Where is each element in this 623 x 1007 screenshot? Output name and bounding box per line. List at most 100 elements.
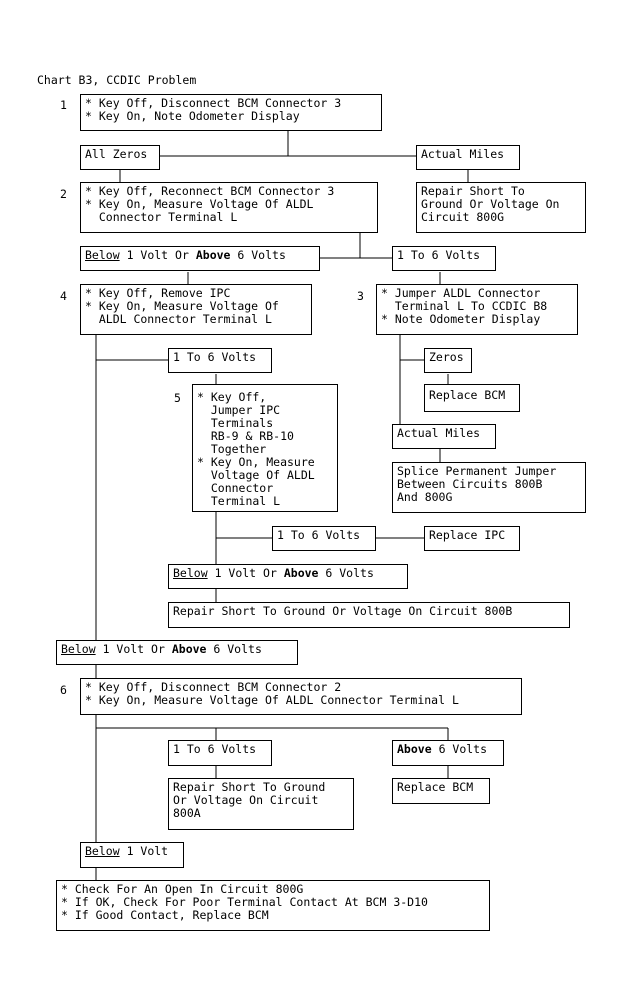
step-2-line: * Key Off, Reconnect BCM Connector 3 xyxy=(85,184,335,198)
result-label: All Zeros xyxy=(85,147,148,161)
step-1-number: 1 xyxy=(60,98,67,112)
above-label: Above xyxy=(195,248,231,262)
action-line: Replace BCM xyxy=(429,388,506,402)
action-line: 800A xyxy=(173,806,201,820)
result-label: 1 To 6 Volts xyxy=(277,528,361,542)
or-label: Or xyxy=(263,566,277,580)
action-line: * Check For An Open In Circuit 800G xyxy=(61,882,304,896)
result-1-to-6-b: 1 To 6 Volts xyxy=(168,348,272,373)
result-1-to-6-c: 1 To 6 Volts xyxy=(272,526,376,551)
or-label: Or xyxy=(175,248,189,262)
action-line: Replace BCM xyxy=(397,780,474,794)
action-line: * If Good Contact, Replace BCM xyxy=(61,908,269,922)
action-line: Or Voltage On Circuit xyxy=(173,793,319,807)
step-5-line: * Key Off, xyxy=(197,390,267,404)
step-2-number: 2 xyxy=(60,187,67,201)
action-line: Replace IPC xyxy=(429,528,506,542)
result-above-6: Above 6 Volts xyxy=(392,740,504,766)
result-label: 1 To 6 Volts xyxy=(173,350,257,364)
action-repair-800g: Repair Short To Ground Or Voltage On Cir… xyxy=(416,182,586,233)
action-repair-800a: Repair Short To Ground Or Voltage On Cir… xyxy=(168,778,354,830)
result-zeros: Zeros xyxy=(424,348,472,373)
step-5-line: Terminals xyxy=(197,416,274,430)
result-all-zeros: All Zeros xyxy=(80,145,160,170)
step-4-line: ALDL Connector Terminal L xyxy=(85,312,272,326)
above-label: Above xyxy=(397,742,432,756)
step-5-line: Terminal L xyxy=(197,494,281,508)
result-below-above-2: Below 1 Volt Or Above 6 Volts xyxy=(168,564,408,589)
action-final-checks: * Check For An Open In Circuit 800G * If… xyxy=(56,880,490,931)
action-line: Circuit 800G xyxy=(421,210,505,224)
step-5-line: Jumper IPC xyxy=(197,403,281,417)
below-label: Below xyxy=(85,248,120,262)
result-label: Actual Miles xyxy=(397,426,481,440)
action-line: Between Circuits 800B xyxy=(397,477,543,491)
action-line: Repair Short To Ground Or Voltage On Cir… xyxy=(173,604,513,618)
step-5-line: * Key On, Measure xyxy=(197,455,315,469)
step-5-line: Connector xyxy=(197,481,274,495)
above-label: Above xyxy=(171,642,207,656)
chart-title: Chart B3, CCDIC Problem xyxy=(37,73,197,87)
step-6-line: * Key On, Measure Voltage Of ALDL Connec… xyxy=(85,693,459,707)
result-actual-miles-2: Actual Miles xyxy=(392,424,496,449)
one-volt-label: 1 Volt xyxy=(126,248,169,262)
result-below-1-volt: Below 1 Volt xyxy=(80,842,184,868)
action-replace-bcm-2: Replace BCM xyxy=(392,778,490,804)
action-replace-ipc: Replace IPC xyxy=(424,526,520,551)
result-label: Zeros xyxy=(429,350,464,364)
step-4-box: * Key Off, Remove IPC * Key On, Measure … xyxy=(80,284,312,335)
step-1-box: * Key Off, Disconnect BCM Connector 3 * … xyxy=(80,94,382,131)
result-1-to-6-a: 1 To 6 Volts xyxy=(392,246,496,271)
step-5-line: RB-9 & RB-10 xyxy=(197,429,294,443)
step-2-box: * Key Off, Reconnect BCM Connector 3 * K… xyxy=(80,182,378,233)
step-1-line: * Key On, Note Odometer Display xyxy=(85,109,300,123)
result-label: 1 To 6 Volts xyxy=(173,742,257,756)
step-2-line: * Key On, Measure Voltage Of ALDL xyxy=(85,197,314,211)
action-replace-bcm-1: Replace BCM xyxy=(424,384,520,412)
one-volt-label: 1 Volt xyxy=(126,844,169,858)
step-5-line: Voltage Of ALDL xyxy=(197,468,315,482)
one-volt-label: 1 Volt xyxy=(214,566,257,580)
six-volts-label: 6 Volts xyxy=(237,248,286,262)
one-volt-label: 1 Volt xyxy=(102,642,145,656)
action-line: Ground Or Voltage On xyxy=(421,197,560,211)
action-line: Splice Permanent Jumper xyxy=(397,464,557,478)
above-label: Above xyxy=(283,566,319,580)
result-actual-miles: Actual Miles xyxy=(416,145,520,170)
step-5-number: 5 xyxy=(174,391,181,405)
action-line: Repair Short To xyxy=(421,184,525,198)
step-6-line: * Key Off, Disconnect BCM Connector 2 xyxy=(85,680,342,694)
six-volts-label: 6 Volts xyxy=(438,742,488,756)
step-6-box: * Key Off, Disconnect BCM Connector 2 * … xyxy=(80,678,522,715)
action-line: Repair Short To Ground xyxy=(173,780,326,794)
six-volts-label: 6 Volts xyxy=(325,566,374,580)
step-1-line: * Key Off, Disconnect BCM Connector 3 xyxy=(85,96,342,110)
step-4-line: * Key On, Measure Voltage Of xyxy=(85,299,279,313)
or-label: Or xyxy=(151,642,165,656)
step-4-number: 4 xyxy=(60,289,67,303)
step-6-number: 6 xyxy=(60,683,67,697)
below-label: Below xyxy=(173,566,208,580)
action-splice-jumper: Splice Permanent Jumper Between Circuits… xyxy=(392,462,586,513)
result-below-above-1: Below 1 Volt Or Above 6 Volts xyxy=(80,246,320,271)
step-3-line: * Jumper ALDL Connector xyxy=(381,286,541,300)
action-repair-800b: Repair Short To Ground Or Voltage On Cir… xyxy=(168,602,570,628)
step-5-line: Together xyxy=(197,442,267,456)
step-5-box: * Key Off, Jumper IPC Terminals RB-9 & R… xyxy=(192,384,338,512)
six-volts-label: 6 Volts xyxy=(213,642,262,656)
action-line: * If OK, Check For Poor Terminal Contact… xyxy=(61,895,428,909)
result-label: 1 To 6 Volts xyxy=(397,248,481,262)
action-line: And 800G xyxy=(397,490,453,504)
below-label: Below xyxy=(61,642,96,656)
result-1-to-6-d: 1 To 6 Volts xyxy=(168,740,272,766)
result-below-above-3: Below 1 Volt Or Above 6 Volts xyxy=(56,640,298,665)
step-3-box: * Jumper ALDL Connector Terminal L To CC… xyxy=(376,284,578,335)
result-label: Actual Miles xyxy=(421,147,505,161)
step-2-line: Connector Terminal L xyxy=(85,210,238,224)
below-label: Below xyxy=(85,844,120,858)
step-3-number: 3 xyxy=(357,289,364,303)
step-3-line: * Note Odometer Display xyxy=(381,312,541,326)
step-3-line: Terminal L To CCDIC B8 xyxy=(381,299,548,313)
